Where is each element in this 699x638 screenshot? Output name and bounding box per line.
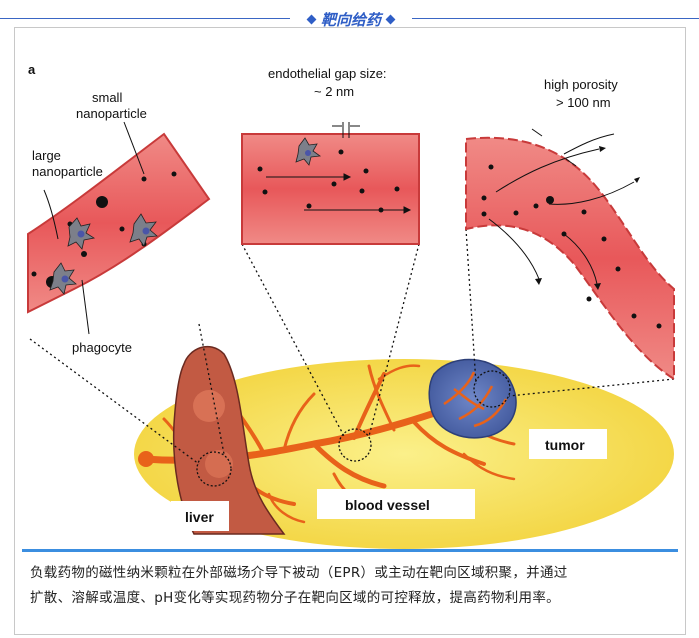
- label-gap-line2: ~ 2 nm: [314, 84, 354, 99]
- label-tumor: tumor: [545, 437, 585, 453]
- right-arrowheads: [535, 146, 640, 290]
- label-small-line2: nanoparticle: [76, 106, 147, 121]
- tumor-vessels: [443, 371, 508, 428]
- label-small-line1: small: [92, 90, 122, 105]
- label-blood-vessel: blood vessel: [345, 497, 430, 513]
- figure-caption: 负载药物的磁性纳米颗粒在外部磁场介导下被动（EPR）或主动在靶向区域积聚，并通过…: [30, 561, 674, 611]
- phagocyte-nucleus: [305, 150, 311, 156]
- label-porosity-line1: high porosity: [544, 77, 618, 92]
- tumor-label-box: [529, 429, 607, 459]
- panel-letter: a: [28, 62, 36, 77]
- phagocyte-nuclei: [61, 227, 150, 283]
- vessel-node: [138, 451, 154, 467]
- right-vessel-particles: [481, 164, 662, 329]
- section-title: 靶向给药: [320, 10, 381, 29]
- label-phagocyte: phagocyte: [72, 340, 132, 355]
- right-flow-arrows: [488, 133, 635, 285]
- tumor-shape: [428, 358, 517, 439]
- label-large-line2: nanoparticle: [32, 164, 103, 179]
- blood-vessel-label-box: [317, 489, 475, 519]
- organ-background: [134, 359, 674, 549]
- label-porosity-line2: > 100 nm: [556, 95, 611, 110]
- vessel-left: [27, 132, 211, 314]
- liver-texture: [193, 390, 225, 422]
- gap-indicator: [332, 122, 360, 138]
- targeted-delivery-figure: a: [14, 34, 686, 549]
- zoom-circle-vessel: [338, 428, 372, 462]
- label-gap-line1: endothelial gap size:: [268, 66, 387, 81]
- caption-line-1: 负载药物的磁性纳米颗粒在外部磁场介导下被动（EPR）或主动在靶向区域积聚，并通过: [30, 565, 568, 581]
- liver-texture: [205, 450, 233, 478]
- label-large-line1: large: [32, 148, 61, 163]
- porosity-indicator: [531, 128, 577, 167]
- middle-vessel-particles: [257, 149, 400, 213]
- middle-flow-arrows: [266, 173, 412, 214]
- vessel-middle: [241, 133, 420, 245]
- figure-svg: a: [27, 62, 675, 549]
- label-leaders: [43, 121, 145, 335]
- liver-label-box: [171, 501, 229, 531]
- diamond-left-icon: [306, 14, 317, 24]
- zoom-circle-liver: [196, 451, 232, 487]
- vessel-right: [465, 136, 675, 381]
- label-liver: liver: [185, 509, 214, 525]
- diamond-right-icon: [385, 14, 396, 24]
- caption-divider: [22, 549, 678, 552]
- content-frame: [14, 27, 686, 635]
- zoom-connectors: [29, 228, 675, 465]
- zoom-circle-tumor: [473, 370, 511, 408]
- caption-line-2: 扩散、溶解或温度、pH变化等实现药物分子在靶向区域的可控释放，提高药物利用率。: [30, 590, 560, 606]
